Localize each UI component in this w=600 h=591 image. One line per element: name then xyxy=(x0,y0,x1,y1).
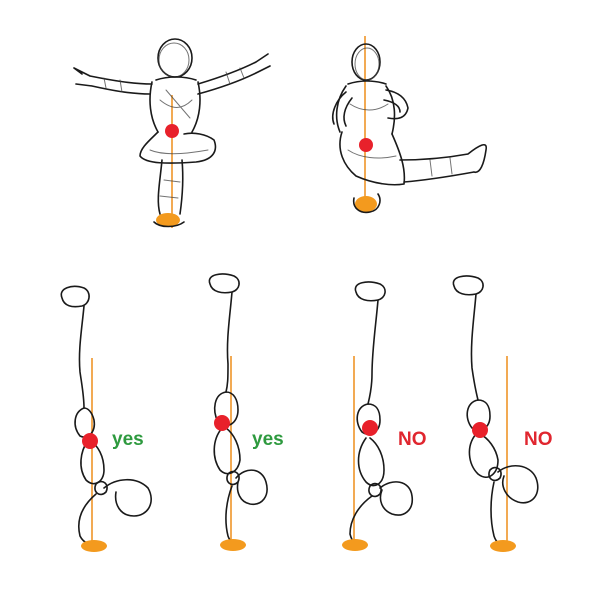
support-point xyxy=(490,540,516,552)
head-shape xyxy=(60,285,90,308)
verdict-label-yes: yes xyxy=(112,429,144,450)
support-point xyxy=(342,539,368,551)
head-shape xyxy=(354,281,386,302)
center-of-mass-dot xyxy=(82,433,98,449)
verdict-label-no: NO xyxy=(398,429,427,450)
figure-2-balanced: yes xyxy=(208,273,284,551)
support-point xyxy=(220,539,246,551)
verdict-label-yes: yes xyxy=(252,429,284,450)
center-of-mass-dot xyxy=(165,124,179,138)
center-of-mass-dot xyxy=(362,420,378,436)
support-point xyxy=(355,196,377,212)
sketch-one-leg-pose xyxy=(73,38,271,228)
figure-1-balanced: yes xyxy=(60,285,152,552)
center-of-mass-dot xyxy=(472,422,488,438)
support-point xyxy=(156,213,180,227)
support-point xyxy=(81,540,107,552)
figure-3-unbalanced: NO xyxy=(342,281,427,551)
verdict-label-no: NO xyxy=(524,429,553,450)
head-shape xyxy=(208,273,240,294)
figure-4-unbalanced: NO xyxy=(452,275,553,552)
sketch-crouch-pose xyxy=(331,36,488,214)
head-shape xyxy=(452,275,484,296)
center-of-mass-dot xyxy=(214,415,230,431)
center-of-mass-dot xyxy=(359,138,373,152)
